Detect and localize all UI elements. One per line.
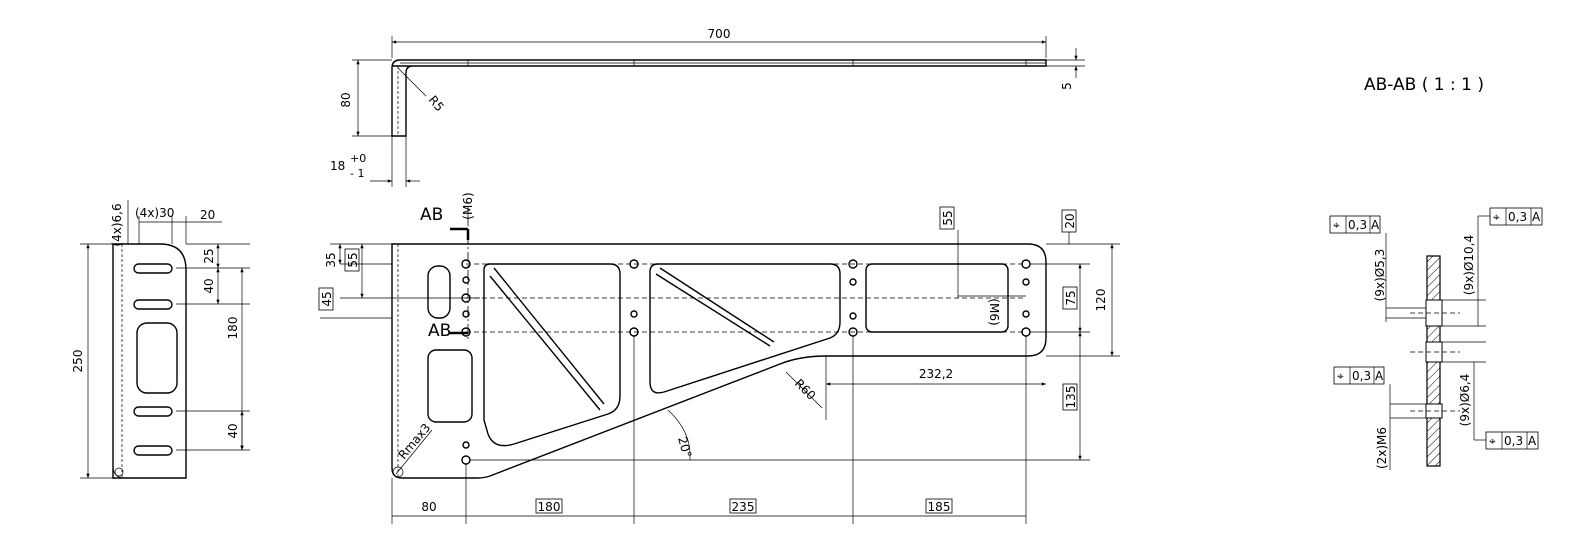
hole-53-label: (9x)Ø5,3 [1373, 249, 1387, 302]
dim-35: 35 [324, 252, 338, 267]
top-view-profile [391, 59, 1047, 137]
dim-120: 120 [1094, 289, 1108, 312]
dim-75: 75 [1064, 290, 1078, 305]
tol-value-3: 0,3 [1352, 369, 1371, 383]
dim-55-top: 55 [941, 210, 955, 225]
side-window [136, 322, 178, 394]
thread-right-label: (M6) [987, 298, 1001, 325]
slot-spacing-mid-dim: 180 [226, 317, 240, 340]
thread-m6-label: (2x)M6 [1375, 427, 1389, 469]
dim-135: 135 [1064, 386, 1078, 409]
datum-1: A [1371, 218, 1380, 232]
cutout-1 [483, 263, 621, 447]
pos-symbol-2: ⌖ [1493, 210, 1500, 224]
slot-spacing-lower-dim: 40 [226, 423, 240, 438]
pos-symbol-3: ⌖ [1337, 369, 1344, 383]
angle-20: 20° [675, 435, 694, 459]
pos-symbol-4: ⌖ [1489, 434, 1496, 448]
dim-45: 45 [320, 291, 334, 306]
slot-spacing-upper-dim: 40 [202, 278, 216, 293]
tolerance-upper: +0 [350, 152, 366, 165]
cutout-2 [649, 263, 841, 394]
edge-offset-dim: 20 [200, 208, 215, 222]
front-view-outline [391, 243, 1047, 479]
dim-55-left: 55 [346, 252, 360, 267]
side-height-dim: 250 [71, 350, 85, 373]
radius-max3: Rmax3 [396, 421, 434, 462]
bottom-dim-3: 235 [732, 500, 755, 514]
slot-1 [133, 263, 173, 274]
front-slot [427, 265, 451, 319]
hole-64-label: (9x)Ø6,4 [1458, 374, 1472, 427]
radius-60: R60 [792, 376, 819, 403]
hole-104-label: (9x)Ø10,4 [1462, 235, 1476, 295]
datum-4: A [1528, 434, 1537, 448]
bottom-dim-2: 180 [538, 500, 561, 514]
bottom-dim-4: 185 [928, 500, 951, 514]
section-marker-bottom: AB [428, 321, 451, 341]
tol-value-1: 0,3 [1348, 218, 1367, 232]
bottom-dim-1: 80 [421, 500, 436, 514]
slot-3 [133, 406, 173, 417]
datum-2: A [1532, 210, 1541, 224]
slot-2 [133, 299, 173, 310]
top-thickness-dim: 5 [1060, 82, 1074, 90]
top-gap-dim: 25 [202, 248, 216, 263]
top-height-dim: 80 [339, 92, 353, 107]
tolerance-base: 18 [330, 159, 345, 173]
top-radius-dim: R5 [426, 93, 447, 114]
top-view: 700 80 R5 5 18 +0 - 1 [330, 27, 1085, 187]
section-title: AB-AB ( 1 : 1 ) [1364, 75, 1484, 95]
slot-length-dim: (4x)30 [135, 206, 174, 220]
dim-232: 232,2 [919, 367, 953, 381]
top-length-dim: 700 [708, 27, 731, 41]
datum-3: A [1375, 369, 1384, 383]
tolerance-lower: - 1 [350, 167, 364, 180]
tol-value-2: 0,3 [1508, 210, 1527, 224]
section-view: AB-AB ( 1 : 1 ) ⌖ 0,3 A (9x)Ø5,3 ⌖ 0,3 A… [1329, 75, 1543, 470]
pos-symbol-1: ⌖ [1333, 218, 1340, 232]
tol-value-4: 0,3 [1504, 434, 1523, 448]
section-marker-top: AB [420, 205, 443, 225]
slot-hole-dim: (4x)6,6 [110, 203, 124, 246]
front-view: AB AB (M6) (M6) 55 20 75 120 135 232,2 [318, 192, 1120, 524]
side-view: 250 (4x)6,6 (4x)30 20 25 40 180 40 [71, 200, 250, 479]
front-window [427, 349, 473, 423]
dim-20: 20 [1063, 213, 1077, 228]
side-view-outline [112, 243, 187, 479]
slot-4 [133, 445, 173, 456]
